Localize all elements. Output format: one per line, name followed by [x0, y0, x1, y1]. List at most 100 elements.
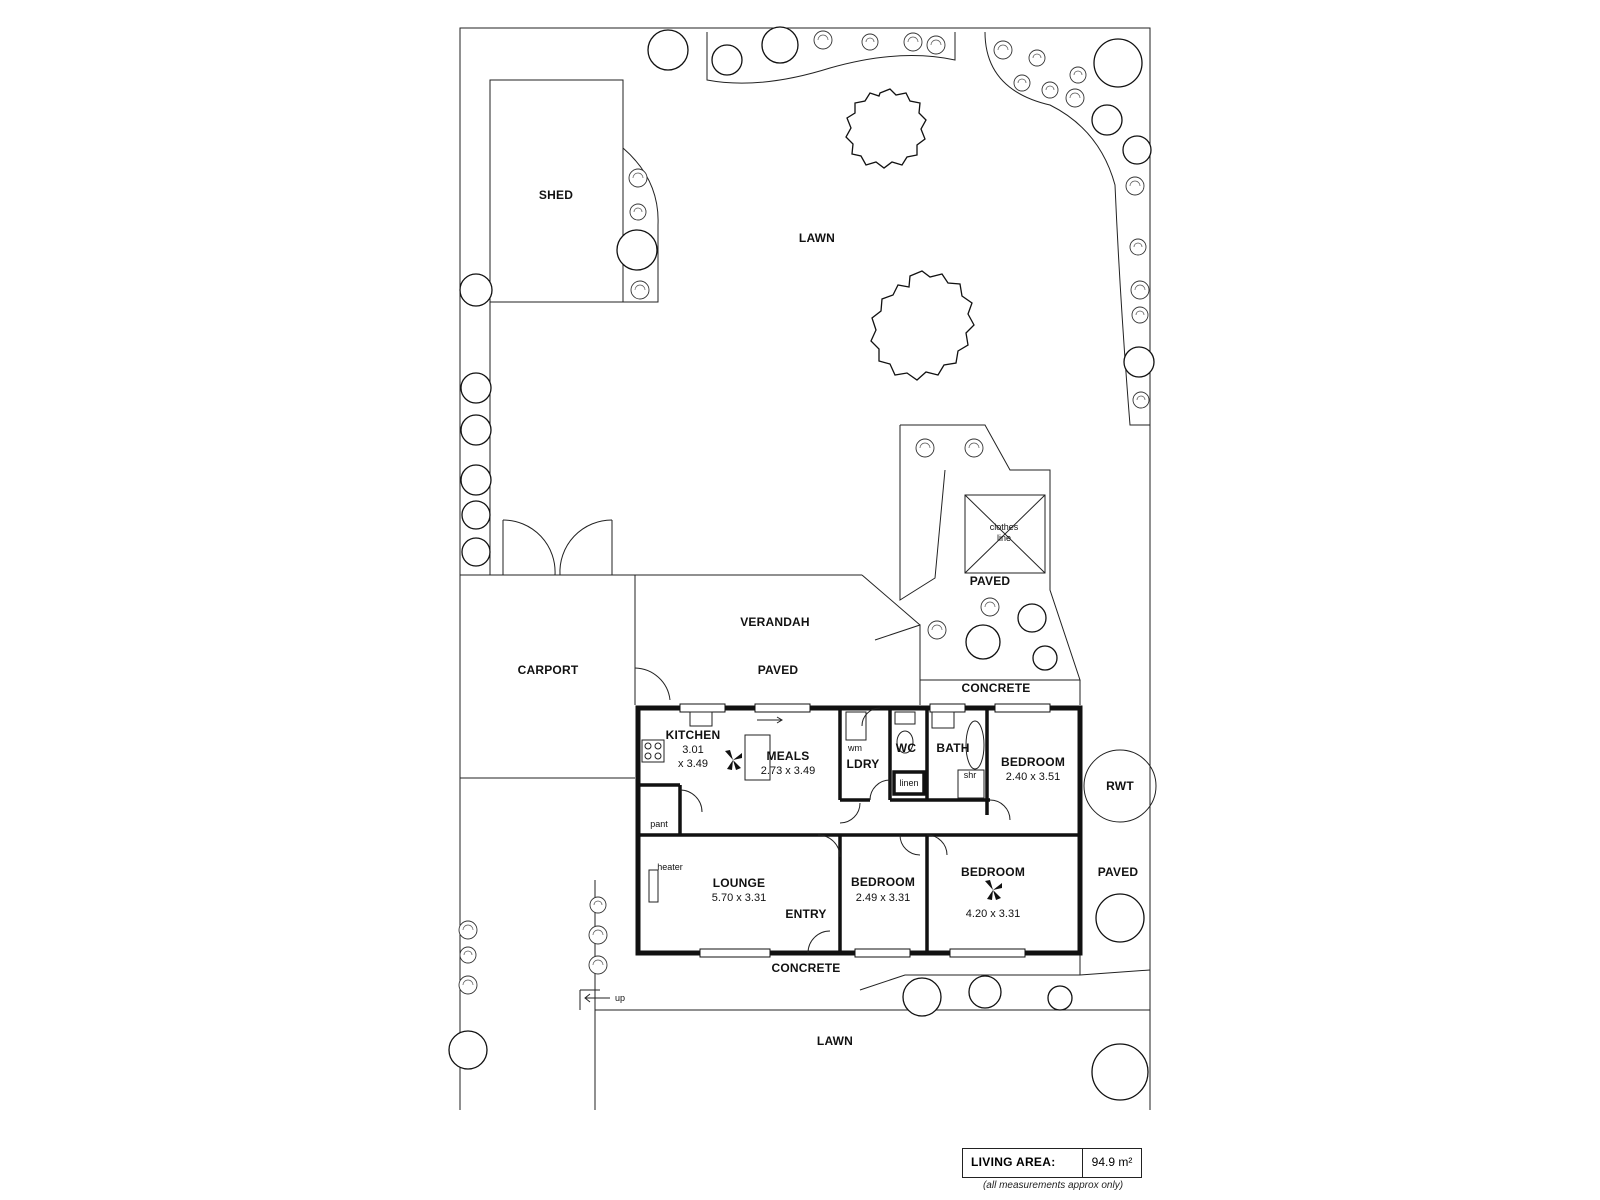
up-label: up — [615, 993, 625, 1003]
shrub-icon — [1041, 81, 1059, 99]
shrub-icon — [1065, 88, 1085, 108]
shrub-icon — [1132, 391, 1150, 409]
concrete-front-label: CONCRETE — [772, 961, 841, 975]
shrub-icon — [1131, 306, 1149, 324]
shower-label: shr — [964, 770, 977, 780]
carport-label: CARPORT — [518, 663, 579, 677]
garden-bed-right — [984, 31, 1150, 426]
linen-label: linen — [899, 778, 918, 788]
tree-icon — [902, 977, 942, 1017]
verandah-label: VERANDAH — [740, 615, 810, 629]
kitchen-dim-b: x 3.49 — [678, 758, 708, 770]
ceiling-fan-icon — [725, 750, 742, 770]
tree-icon — [1122, 135, 1152, 165]
tree-icon — [1032, 645, 1058, 671]
kitchen-dim-a: 3.01 — [682, 744, 703, 756]
bedroom-back-label: BEDROOM — [1001, 755, 1065, 769]
shrub-icon — [588, 925, 608, 945]
shrub-icon — [915, 438, 935, 458]
tree-icon — [1047, 985, 1073, 1011]
tree-icon — [761, 26, 799, 64]
tree-icon — [616, 229, 658, 271]
living-area-value: 94.9 m² — [1082, 1149, 1141, 1177]
tree-icon — [968, 975, 1002, 1009]
garden-bed-top — [706, 32, 956, 84]
shrub-icon — [1069, 66, 1087, 84]
front-garden — [859, 969, 1151, 991]
measurements-note: (all measurements approx only) — [982, 1180, 1124, 1191]
wc-label: WC — [896, 741, 917, 755]
shrub-icon — [459, 946, 477, 964]
lounge-label: LOUNGE — [713, 876, 766, 890]
shrub-icon — [1013, 74, 1031, 92]
kitchen-label: KITCHEN — [666, 728, 721, 742]
fixtures — [641, 711, 985, 903]
lawn-upper-label: LAWN — [799, 231, 835, 245]
doors — [679, 707, 1011, 954]
tree-icon — [461, 537, 491, 567]
shrub-icon — [588, 955, 608, 975]
shrub-icon — [903, 32, 923, 52]
house-walls — [635, 705, 1083, 956]
shrub-icon — [1130, 280, 1150, 300]
tree-icon — [461, 500, 491, 530]
pantry-label: pant — [650, 819, 668, 829]
garden-bed-shed — [622, 147, 659, 303]
bedroom-mid-dim: 2.49 x 3.31 — [856, 892, 910, 904]
shrub-icon — [1129, 238, 1147, 256]
meals-label: MEALS — [767, 749, 810, 763]
bath-label: BATH — [936, 741, 969, 755]
tree-icon — [1093, 38, 1143, 88]
tree-icon — [459, 273, 493, 307]
tree-icon — [845, 88, 927, 169]
tree-icon — [711, 44, 743, 76]
tree-icon — [870, 270, 975, 381]
entry-label: ENTRY — [785, 907, 826, 921]
step-up-arrow-icon — [584, 993, 610, 1003]
shrub-icon — [1028, 49, 1046, 67]
tree-icon — [1091, 104, 1123, 136]
shed — [489, 79, 624, 303]
heater-label: heater — [657, 862, 683, 872]
shed-label: SHED — [539, 188, 573, 202]
laundry-label: LDRY — [846, 757, 879, 771]
shrub-icon — [813, 30, 833, 50]
tree-icon — [448, 1030, 488, 1070]
tree-icon — [1017, 603, 1047, 633]
meals-dim: 2.73 x 3.49 — [761, 765, 815, 777]
shrub-icon — [628, 168, 648, 188]
tree-icon — [1123, 346, 1155, 378]
clothes-line-label-1: clothes — [990, 522, 1019, 532]
rwt-label: RWT — [1106, 779, 1134, 793]
windows — [679, 703, 1051, 958]
tree-icon — [460, 414, 492, 446]
shrub-icon — [926, 35, 946, 55]
bedroom-main-dim: 4.20 x 3.31 — [966, 908, 1020, 920]
tree-icon — [1091, 1043, 1149, 1101]
shrub-icon — [630, 280, 650, 300]
shrub-icon — [964, 438, 984, 458]
tree-icon — [647, 29, 689, 71]
paved-side-label: PAVED — [1098, 865, 1139, 879]
paved-verandah-label: PAVED — [758, 663, 799, 677]
tree-icon — [460, 464, 492, 496]
living-area-label: LIVING AREA: — [971, 1155, 1056, 1169]
shrub-icon — [458, 920, 478, 940]
tree-icon — [1095, 893, 1145, 943]
laundry-wm-label: wm — [847, 743, 862, 753]
shrub-icon — [980, 597, 1000, 617]
bedroom-back-dim: 2.40 x 3.51 — [1006, 771, 1060, 783]
clothes-line — [964, 494, 1046, 574]
ceiling-fan-icon — [985, 880, 1002, 900]
bedroom-main-label: BEDROOM — [961, 865, 1025, 879]
shrub-icon — [993, 40, 1013, 60]
rainwater-tank — [1083, 749, 1157, 823]
shrub-icon — [629, 203, 647, 221]
clothes-line-label-2: line — [997, 533, 1011, 543]
concrete-back-label: CONCRETE — [962, 681, 1031, 695]
bed-verandah — [874, 424, 1081, 681]
tree-icon — [965, 624, 1001, 660]
living-area-box: LIVING AREA: 94.9 m² — [962, 1148, 1142, 1178]
lawn-lower-label: LAWN — [817, 1034, 853, 1048]
